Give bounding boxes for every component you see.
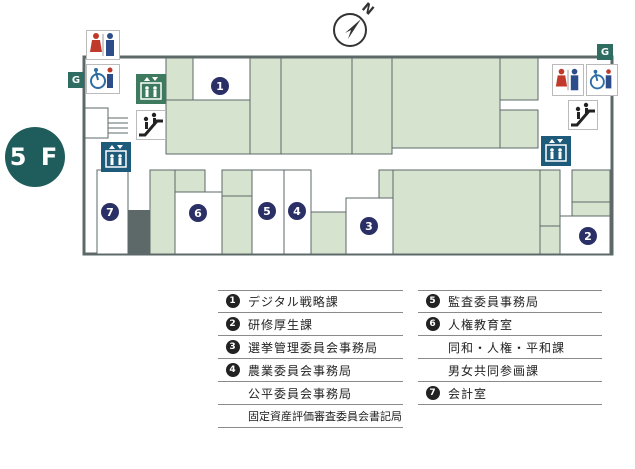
floor-badge: 5 F [5, 127, 65, 187]
elevator-icon [136, 74, 166, 104]
legend-item-4-sub-1: 公平委員会事務局 [248, 382, 352, 404]
legend-item-6-sub-1: 同和・人権・平和課 [448, 336, 565, 358]
legend-text: 会計室 [448, 386, 488, 401]
room-marker-5[interactable]: 5 [258, 202, 276, 220]
legend-number: 3 [226, 340, 240, 354]
legend-text: 同和・人権・平和課 [448, 340, 566, 355]
legend-item-4-sub-2: 固定資産評価審査委員会書記局 [248, 405, 402, 427]
legend-text: デジタル戦略課 [248, 294, 339, 309]
legend-number: 1 [226, 294, 240, 308]
legend-item-2: 2 研修厚生課 [226, 313, 313, 335]
legend-number: 6 [426, 317, 440, 331]
legend-item-1: 1 デジタル戦略課 [226, 290, 339, 312]
legend-text: 監査委員事務局 [448, 294, 540, 309]
elevator-icon [541, 136, 571, 166]
compass-icon [333, 13, 367, 47]
legend-item-4: 4 農業委員会事務局 [226, 359, 352, 381]
room-marker-2[interactable]: 2 [579, 227, 597, 245]
room-marker-1[interactable]: 1 [211, 77, 229, 95]
legend-item-6-sub-2: 男女共同参画課 [448, 359, 539, 381]
room-marker-3[interactable]: 3 [360, 217, 378, 235]
escalator-icon [136, 110, 166, 140]
legend-item-3: 3 選挙管理委員会事務局 [226, 336, 378, 358]
legend-text: 公平委員会事務局 [248, 386, 353, 401]
g-tag-right: G [597, 44, 613, 60]
legend-item-6: 6 人権教育室 [426, 313, 513, 335]
legend-text: 人権教育室 [448, 317, 514, 332]
legend-text: 男女共同参画課 [448, 363, 540, 378]
g-tag-left: G [68, 72, 84, 88]
legend-text: 選挙管理委員会事務局 [248, 340, 379, 355]
toilet-icon [552, 64, 584, 96]
room-marker-4[interactable]: 4 [288, 202, 306, 220]
legend-item-7: 7 会計室 [426, 382, 487, 404]
legend-text: 固定資産評価審査委員会書記局 [248, 410, 402, 423]
room-marker-6[interactable]: 6 [189, 204, 207, 222]
legend-number: 5 [426, 294, 440, 308]
room-marker-7[interactable]: 7 [101, 203, 119, 221]
legend-text: 研修厚生課 [248, 317, 314, 332]
accessible-toilet-icon [586, 64, 618, 96]
floor-plan [82, 55, 614, 256]
accessible-toilet-icon [86, 64, 120, 94]
escalator-icon [568, 100, 598, 130]
legend-number: 2 [226, 317, 240, 331]
legend-number: 7 [426, 386, 440, 400]
elevator-icon [101, 142, 131, 172]
legend-number: 4 [226, 363, 240, 377]
legend-item-5: 5 監査委員事務局 [426, 290, 539, 312]
toilet-icon [86, 30, 120, 60]
legend-text: 農業委員会事務局 [248, 363, 353, 378]
